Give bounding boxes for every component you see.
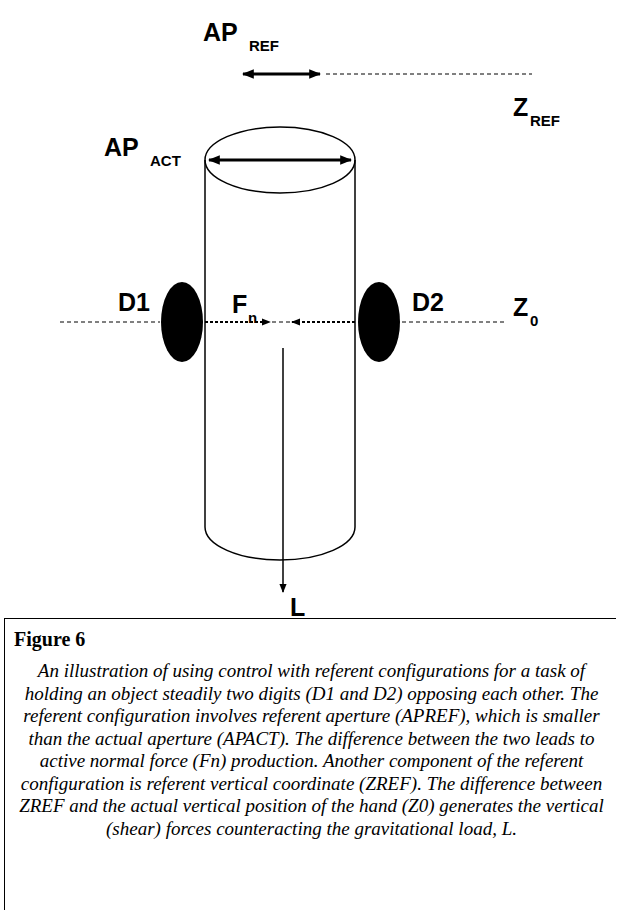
subscript: n xyxy=(248,310,257,325)
subscript: REF xyxy=(249,38,279,53)
subscript: 0 xyxy=(530,313,538,328)
digit-label: D2 xyxy=(412,290,444,315)
aperture-symbol: AP xyxy=(203,20,238,45)
force-symbol: F xyxy=(232,292,247,317)
digit-label: D1 xyxy=(118,290,150,315)
load-label: L xyxy=(290,595,305,620)
coordinate-symbol: Z xyxy=(513,295,528,320)
figure-caption: An illustration of using control with re… xyxy=(14,660,609,840)
subscript: REF xyxy=(530,113,560,128)
subscript: ACT xyxy=(150,153,181,168)
coordinate-symbol: Z xyxy=(513,95,528,120)
aperture-symbol: AP xyxy=(104,135,139,160)
figure-title: Figure 6 xyxy=(14,628,85,651)
